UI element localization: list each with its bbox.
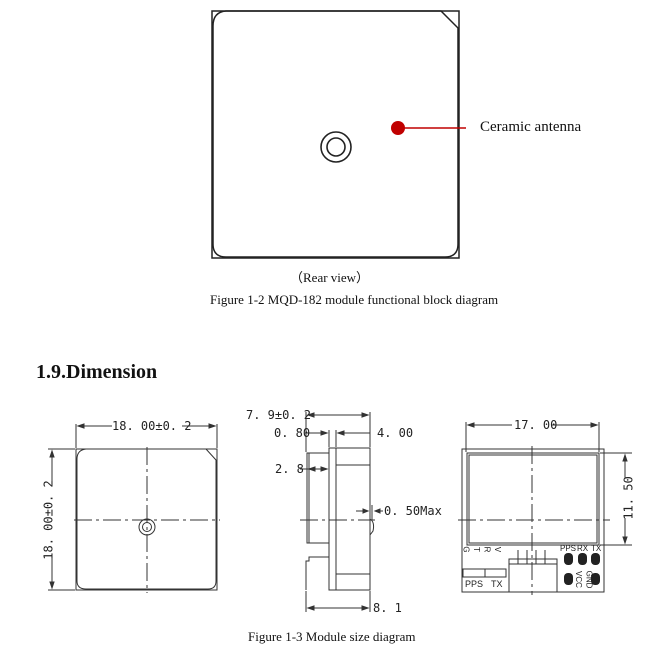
pad-label-vcc: VCC bbox=[573, 571, 583, 588]
pin-label: G bbox=[461, 546, 471, 553]
front-view-drawing bbox=[48, 423, 220, 593]
pad-label-gnd: GND bbox=[584, 570, 594, 589]
side-patch-dim: 2. 8 bbox=[275, 462, 304, 476]
front-height-dim: 18. 00±0. 2 bbox=[41, 480, 56, 560]
back-view-drawing bbox=[458, 422, 632, 595]
rear-view-drawing bbox=[211, 10, 466, 259]
pad-label-tx: TX bbox=[591, 544, 602, 553]
ceramic-antenna-label: Ceramic antenna bbox=[480, 119, 582, 135]
feed-point-outer-ring bbox=[320, 131, 352, 163]
side-total-dim: 7. 9±0. 2 bbox=[246, 408, 312, 422]
feed-point-inner-ring bbox=[326, 137, 346, 157]
solder-pads bbox=[564, 553, 600, 585]
side-base-dim: 8. 1 bbox=[373, 601, 402, 615]
section-heading: 1.9.Dimension bbox=[36, 361, 158, 383]
back-height-dim: 11. 50 bbox=[621, 476, 636, 520]
figure-1-3-caption: Figure 1-3 Module size diagram bbox=[248, 629, 416, 644]
led-label-pps: PPS bbox=[465, 579, 484, 589]
back-width-dim: 17. 00 bbox=[514, 418, 558, 432]
pin-label: R bbox=[482, 546, 492, 553]
side-gap-dim: 0. 80 bbox=[274, 426, 311, 440]
pin-label: V bbox=[493, 546, 503, 553]
side-bump-dim: 0. 50Max bbox=[384, 504, 442, 518]
pin-label: T bbox=[472, 547, 482, 552]
side-view-drawing bbox=[300, 412, 383, 612]
front-width-dim: 18. 00±0. 2 bbox=[112, 419, 192, 433]
led-label-tx: TX bbox=[491, 579, 503, 589]
pad-label-pps: PPS bbox=[560, 544, 577, 553]
rear-view-label: （Rear view） bbox=[290, 270, 370, 285]
figure-1-2-caption: Figure 1-2 MQD-182 module functional blo… bbox=[210, 292, 499, 307]
side-body-dim: 4. 00 bbox=[377, 426, 414, 440]
pin-side-labels: G T R V bbox=[461, 545, 503, 554]
pad-label-rx: RX bbox=[577, 544, 589, 553]
callout-dot-icon bbox=[391, 121, 405, 135]
